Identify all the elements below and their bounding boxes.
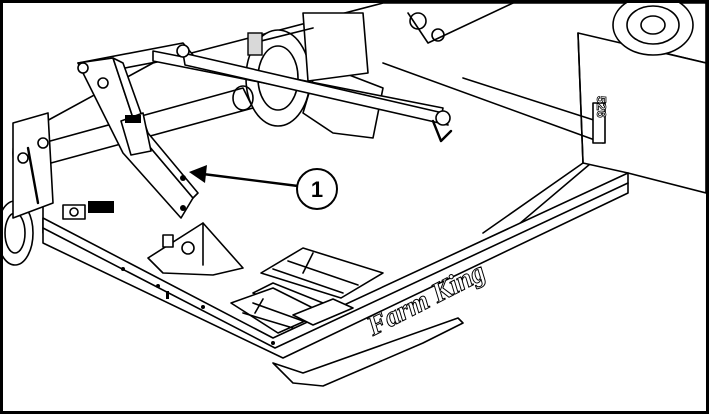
tire-top-right — [612, 3, 694, 56]
callout: 1 — [189, 165, 338, 210]
callout-circle — [296, 168, 338, 210]
a-frame-link — [77, 3, 514, 143]
callout-arrowhead — [189, 165, 207, 183]
side-decal — [592, 102, 606, 144]
hitch-bracket — [77, 57, 199, 219]
lower-hitch-plate — [147, 222, 244, 276]
mower-illustration: Farm King 526 1 — [3, 3, 706, 387]
decal-group-center — [230, 247, 384, 334]
left-bracket — [12, 112, 54, 219]
model-number-text: 526 — [594, 96, 609, 118]
callout-number: 1 — [311, 177, 323, 202]
decal-group-left — [62, 201, 114, 220]
